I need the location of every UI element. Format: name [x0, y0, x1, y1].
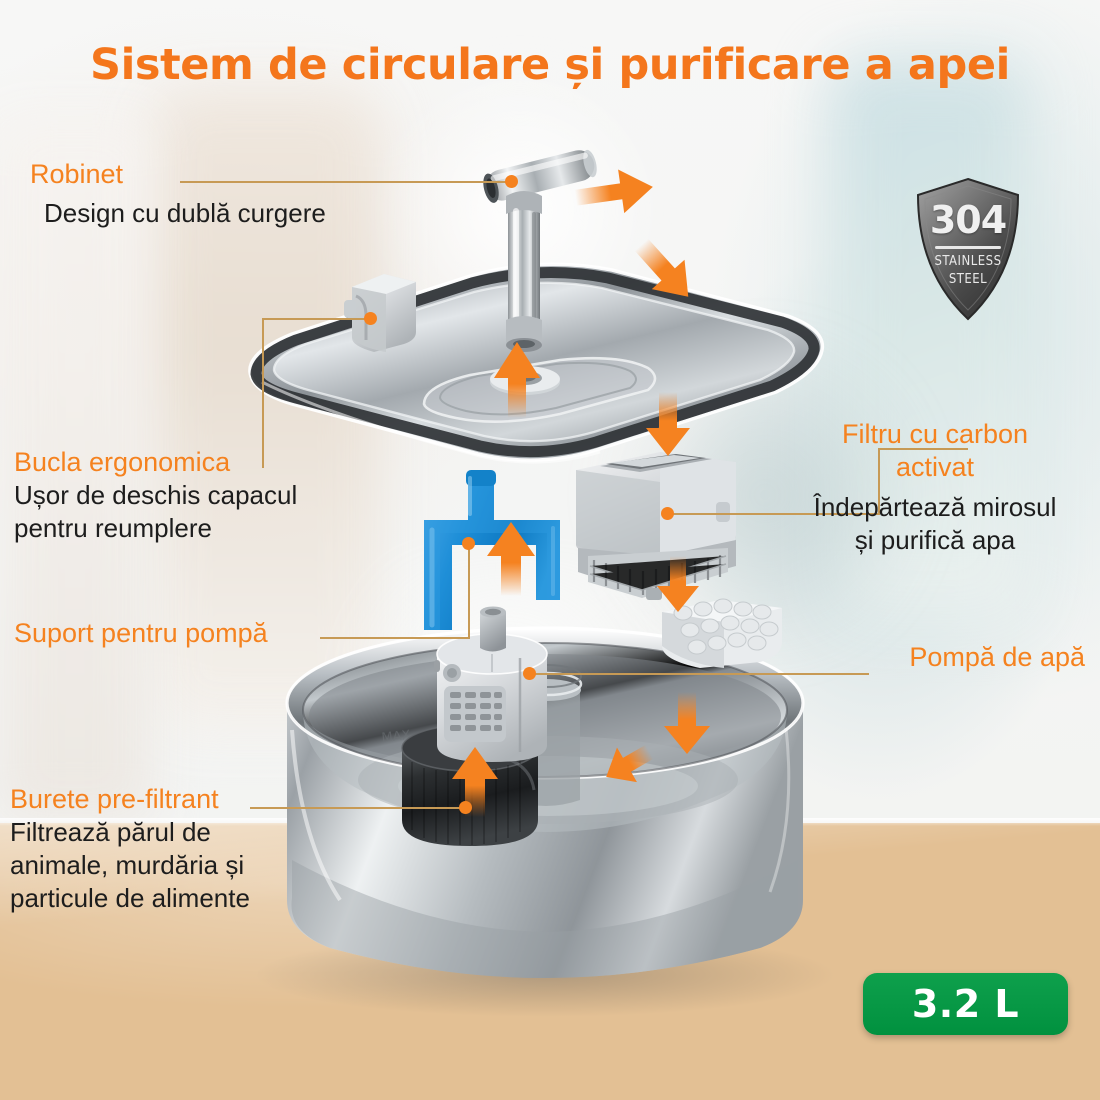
label-bracket-heading: Suport pentru pompă [14, 618, 268, 648]
connector-dot-bracket [462, 537, 475, 550]
capacity-badge: 3.2 L [863, 973, 1068, 1035]
label-sponge-body-2: particule de alimente [10, 883, 250, 913]
label-ergonomic-loop: Bucla ergonomica Ușor de deschis capacul… [14, 446, 297, 545]
label-sponge-body-1: animale, murdăria și [10, 850, 245, 880]
label-pre-filter-sponge: Burete pre-filtrant Filtrează părul de a… [10, 783, 250, 915]
label-sponge-body-0: Filtrează părul de [10, 817, 211, 847]
connector-carbon-vertical [878, 448, 880, 515]
label-loop-body-0: Ușor de deschis capacul [14, 480, 298, 510]
connector-dot-faucet [505, 175, 518, 188]
page-title: Sistem de circulare și purificare a apei [90, 40, 1010, 90]
connector-carbon-horizontal [667, 513, 880, 515]
label-pump-heading: Pompă de apă [909, 642, 1085, 672]
connector-carbon-top [878, 448, 968, 450]
connector-dot-carbon [661, 507, 674, 520]
label-carbon-body-1: și purifică apa [854, 525, 1016, 555]
connector-faucet [180, 181, 510, 183]
connector-dot-pump [523, 667, 536, 680]
connector-dot-sponge [459, 801, 472, 814]
water-pump [434, 606, 548, 762]
capacity-value: 3.2 L [911, 982, 1020, 1026]
label-carbon-heading-0: Filtru cu carbon [841, 419, 1029, 449]
label-carbon-heading-1: activat [895, 452, 975, 482]
ergonomic-loop [344, 274, 416, 352]
label-loop-body-1: pentru reumplere [14, 513, 212, 543]
label-carbon-filter: Filtru cu carbon activat Îndepărtează mi… [780, 418, 1090, 557]
label-loop-heading: Bucla ergonomica [14, 447, 231, 477]
carbon-filter [576, 452, 736, 600]
filter-foam-pad [662, 598, 782, 668]
stainless-steel-badge [916, 177, 1020, 321]
connector-sponge [250, 807, 466, 809]
pump-bracket [424, 470, 560, 630]
label-faucet: Robinet Design cu dublă curgere [30, 158, 326, 230]
connector-dot-loop [364, 312, 377, 325]
label-faucet-heading: Robinet [30, 159, 124, 189]
label-water-pump: Pompă de apă [790, 641, 1085, 674]
background-blur-wall-left [0, 120, 150, 820]
connector-loop-horizontal [262, 318, 370, 320]
label-carbon-body-0: Îndepărtează mirosul [813, 492, 1057, 522]
label-sponge-heading: Burete pre-filtrant [10, 784, 219, 814]
label-faucet-body-0: Design cu dublă curgere [44, 198, 326, 228]
connector-loop-vertical [262, 318, 264, 468]
connector-pump [529, 673, 869, 675]
flow-arrows [452, 169, 710, 817]
connector-bracket [320, 637, 470, 639]
connector-bracket-vertical [468, 543, 470, 639]
label-pump-bracket: Suport pentru pompă [14, 617, 268, 650]
